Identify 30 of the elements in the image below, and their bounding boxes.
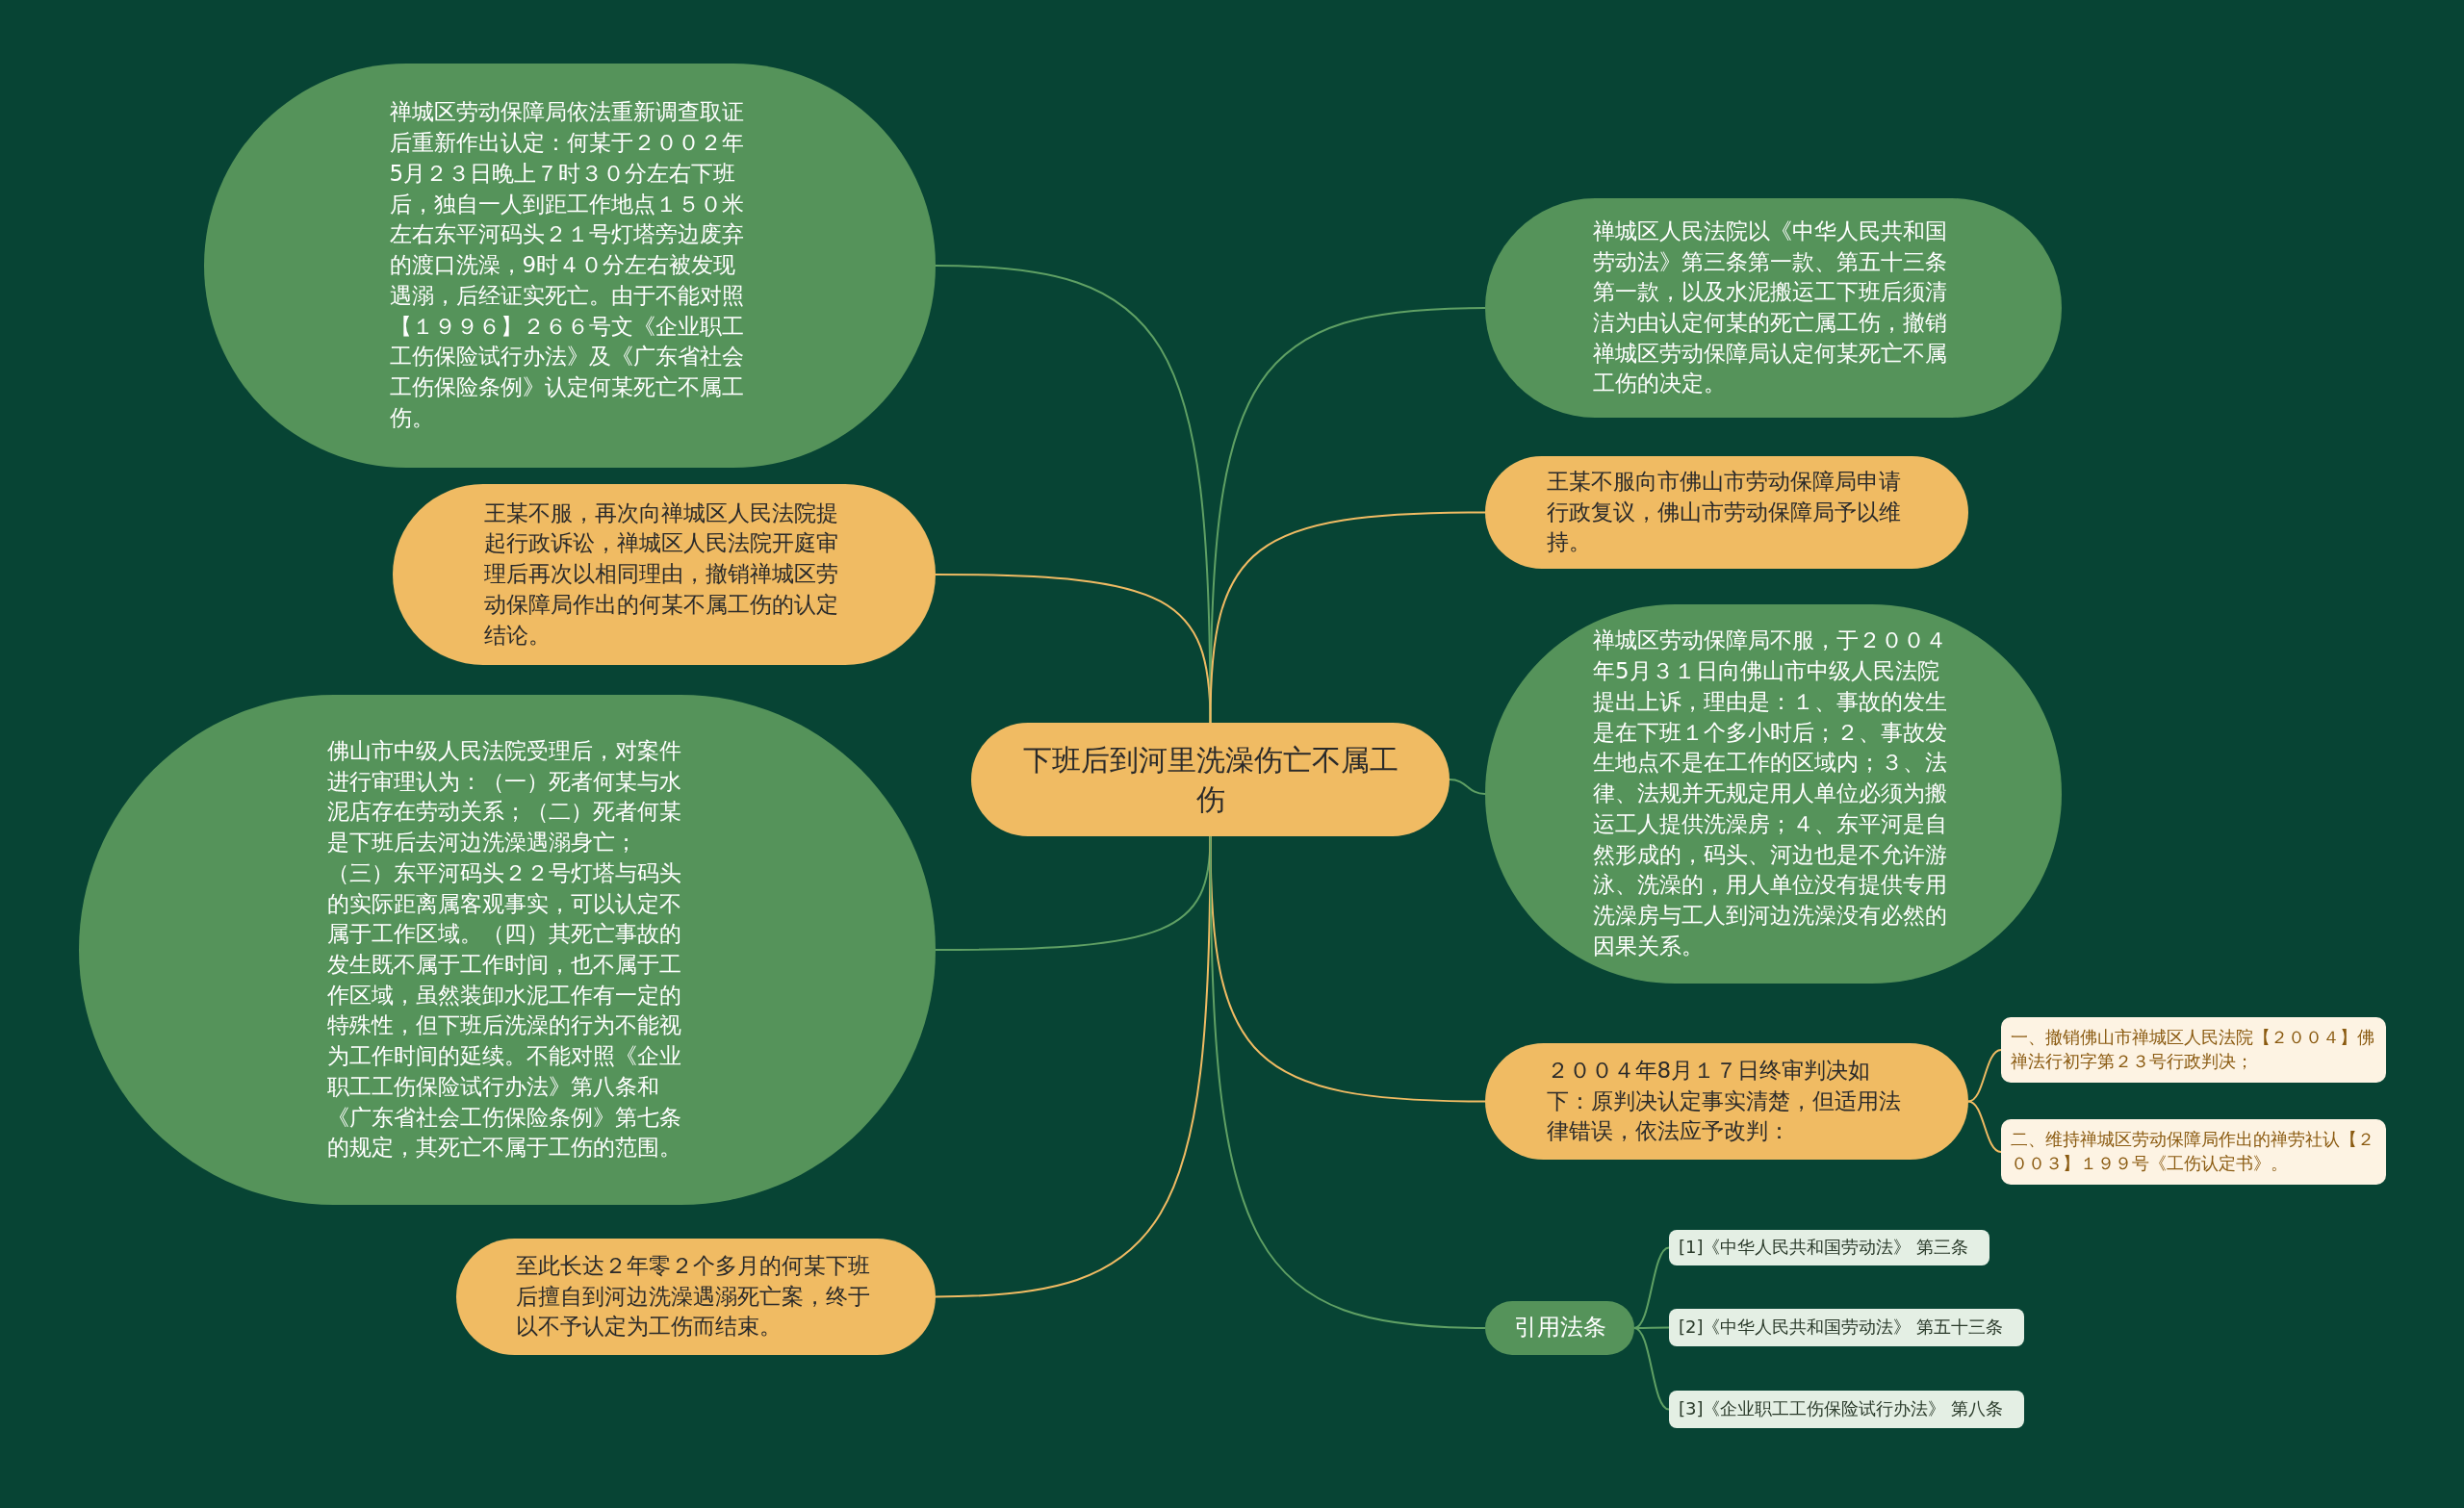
subtopic-card bbox=[1669, 1230, 1989, 1265]
subtopic-card bbox=[2001, 1119, 2386, 1185]
topic-text: 至此长达２年零２个多月的何某下班后擅自到河边洗澡遇溺死亡案，终于以不予认定为工伤而结束。 bbox=[515, 1251, 871, 1342]
topic-text: 引用法条 bbox=[1512, 1313, 1607, 1343]
topic-text: 二、维持禅城区劳动保障局作出的禅劳社认【２００３】１９９号《工伤认定书》。 bbox=[2011, 1128, 2375, 1175]
topic-text: 王某不服，再次向禅城区人民法院提起行政诉讼，禅城区人民法院开庭审理后再次以相同理由，撤销禅城区劳动保障局作出的何某不属工伤的认定结论。 bbox=[483, 498, 839, 650]
connector-line bbox=[935, 835, 1212, 1298]
topic-text: 王某不服向市佛山市劳动保障局申请行政复议，佛山市劳动保障局予以维持。 bbox=[1546, 467, 1902, 557]
topic-text: [3]《企业职工工伤保险试行办法》 第八条 bbox=[1679, 1397, 2005, 1421]
topic-text: [1]《中华人民共和国劳动法》 第三条 bbox=[1679, 1236, 1970, 1260]
topic-text: 佛山市中级人民法院受理后，对案件进行审理认为：（一）死者何某与水泥店存在劳动关系；（二）死者何某是下班后去河边洗澡遇溺身亡；（三）东平河码头２２号灯塔与码头的实际距离属客观事实，可以认定不属于工作区域。（四）其死亡事故的发生既不属于工作时间，也不属于工作区域，虽然装卸水泥工作有一定的特殊性，但下班后洗澡的行为不能视为工作时间的延续。不能对照《企业职工工伤保险试行办法》第八条和《广东省社会工伤保险条例》第七条的规定，其死亡不属于工伤的范围。 bbox=[326, 736, 682, 1163]
connector-line bbox=[1209, 835, 1486, 1329]
connector-line bbox=[1967, 1100, 2002, 1153]
connector-line bbox=[1209, 511, 1486, 724]
topic-text: 禅城区劳动保障局依法重新调查取证后重新作出认定：何某于２００２年5月２３日晚上７时３０分左右下班后，独自一人到距工作地点１５０米左右东平河码头２１号灯塔旁边废弃的渡口洗澡，9时４０分左右被发现遇溺，后经证实死亡。由于不能对照【１９９６】２６６号文《企业职工工伤保险试行办法》及《广东省社会工伤保险条例》认定何某死亡不属工伤。 bbox=[389, 98, 745, 432]
subtopic-card bbox=[2001, 1017, 2386, 1083]
topic-text: ２００４年8月１７日终审判决如下：原判决认定事实清楚，但适用法律错误，依法应予改判： bbox=[1546, 1056, 1902, 1146]
topic-text: [2]《中华人民共和国劳动法》 第五十三条 bbox=[1679, 1316, 2005, 1340]
connector-line bbox=[1209, 307, 1486, 724]
topic-text: 下班后到河里洗澡伤亡不属工伤 bbox=[1021, 741, 1399, 818]
topic-text: 禅城区人民法院以《中华人民共和国劳动法》第三条第一款、第五十三条第一款，以及水泥搬运工下班后须清洁为由认定何某的死亡属工伤，撤销禅城区劳动保障局认定何某死亡不属工伤的决定。 bbox=[1593, 217, 1948, 398]
topic-pill bbox=[1485, 1301, 1634, 1355]
connector-line bbox=[1449, 779, 1486, 795]
topic-text: 一、撤销佛山市禅城区人民法院【２００４】佛禅法行初字第２３号行政判决； bbox=[2011, 1026, 2375, 1073]
connector-line bbox=[1633, 1246, 1670, 1329]
topic-text: 禅城区劳动保障局不服，于２００４年5月３１日向佛山市中级人民法院提出上诉，理由是：１、事故的发生是在下班１个多小时后；２、事故发生地点不是在工作的区域内；３、法律、法规并无规定用人单位必须为搬运工人提供洗澡房；４、东平河是自然形成的，码头、河边也是不允许游泳、洗澡的，用人单位没有提供专用洗澡房与工人到河边洗澡没有必然的因果关系。 bbox=[1593, 626, 1948, 960]
connector-line bbox=[1967, 1049, 2002, 1103]
connector-line bbox=[1633, 1327, 1670, 1411]
subtopic-card bbox=[1669, 1391, 2024, 1428]
subtopic-card bbox=[1669, 1309, 2024, 1346]
